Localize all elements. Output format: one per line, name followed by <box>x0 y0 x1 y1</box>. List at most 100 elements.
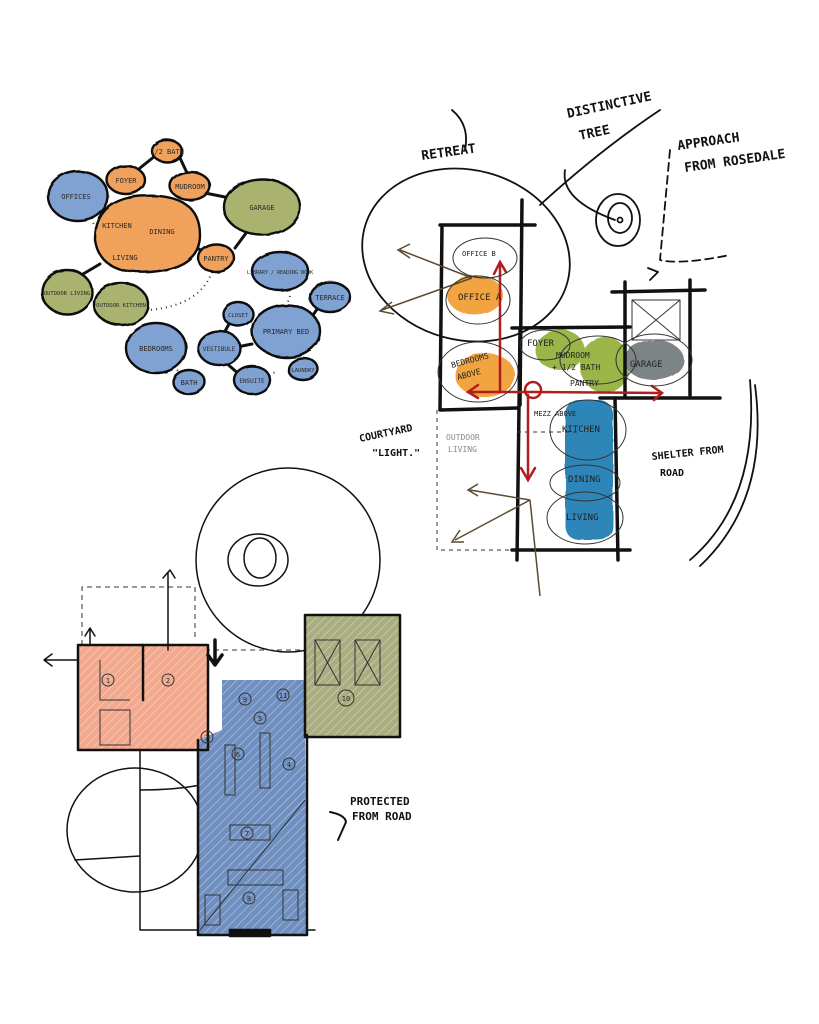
svg-text:3: 3 <box>205 734 209 742</box>
room-kitchen: KITCHEN <box>562 425 600 435</box>
room-tag: 8 <box>242 891 256 905</box>
room-foyer: FOYER <box>527 339 555 349</box>
room-tag: 9 <box>238 692 252 706</box>
bubble-label: FOYER <box>115 177 137 185</box>
bubble-terrace <box>308 280 352 314</box>
bubble-label: KITCHEN <box>102 222 132 230</box>
svg-text:5: 5 <box>258 715 262 723</box>
room-tag: 5 <box>253 711 267 725</box>
bubble-laundry <box>286 356 320 382</box>
plan-dashed-outline <box>81 586 305 651</box>
room-mudroom: MUDROOM <box>556 351 590 360</box>
bubble-label: CLOSET <box>228 313 249 319</box>
bubble-label: DINING <box>149 228 174 236</box>
bubble-label: 1/2 BATH <box>150 148 184 156</box>
room-tag: 2 <box>161 673 175 687</box>
bubble-ensuite <box>232 364 272 396</box>
svg-text:10: 10 <box>342 695 350 703</box>
bubble-label: MUDROOM <box>175 183 205 191</box>
concept-room-rings <box>437 237 693 545</box>
bubble-primary-bed <box>250 303 322 359</box>
bubble-offices <box>46 169 110 223</box>
bubble-label: BEDROOMS <box>139 345 173 353</box>
room-pantry: PANTRY <box>570 379 599 388</box>
bubble-garage <box>222 177 302 237</box>
bubble-kitchen-dining-living <box>93 194 202 274</box>
room-mezz-above: MEZZ ABOVE <box>534 410 576 418</box>
bubble-outdoor-kitchen <box>92 281 150 327</box>
plan-site-circles <box>66 467 381 931</box>
room-tag: 11 <box>276 688 290 702</box>
note-distinctive-tree: DISTINCTIVE <box>566 89 653 122</box>
bubble-foyer <box>105 164 147 196</box>
circulation-arrows <box>465 259 665 483</box>
floor-plan: 1 2 3 4 5 6 7 8 9 10 11 PROTECTED FROM R… <box>43 467 412 938</box>
room-tag: 6 <box>231 747 245 761</box>
bubble-vestibule <box>196 329 242 367</box>
room-tag: 3 <box>200 730 214 744</box>
note-courtyard: "LIGHT." <box>372 448 420 459</box>
concept-site-lines <box>361 109 759 567</box>
bubble-pantry <box>196 242 236 274</box>
note-protected: FROM ROAD <box>352 810 412 823</box>
plan-walls <box>76 613 402 938</box>
svg-text:6: 6 <box>236 751 240 759</box>
bubble-half-bath <box>150 138 184 164</box>
bubble-label: PANTRY <box>203 255 229 263</box>
svg-text:11: 11 <box>279 692 287 700</box>
concept-garage-x <box>631 299 681 341</box>
bubble-label: ENSUITE <box>239 378 265 385</box>
room-mudroom: + 1/2 BATH <box>552 363 600 372</box>
protected-brace <box>329 811 347 841</box>
bubble-label: VESTIBULE <box>203 346 236 353</box>
note-protected: PROTECTED <box>350 795 410 808</box>
room-outdoor-living: LIVING <box>448 445 477 454</box>
bubble-outdoor-living <box>40 268 94 316</box>
bubble-bedrooms <box>124 321 188 375</box>
bubble-label: OUTDOOR KITCHEN <box>96 303 146 309</box>
room-number-tags: 1 2 3 4 5 6 7 8 9 10 11 <box>101 673 355 905</box>
note-distinctive-tree: TREE <box>578 123 612 144</box>
room-office-b: OFFICE B <box>462 250 496 258</box>
bubble-label: TERRACE <box>315 294 345 302</box>
room-tag: 10 <box>337 689 355 707</box>
note-shelter: SHELTER FROM <box>651 444 724 462</box>
room-garage: GARAGE <box>630 360 663 370</box>
plan-furniture <box>99 639 381 931</box>
bubble-label: LIBRARY / READING NOOK <box>247 270 313 276</box>
svg-text:2: 2 <box>166 677 170 685</box>
svg-text:1: 1 <box>106 677 110 685</box>
room-dining: DINING <box>568 475 601 485</box>
note-approach: APPROACH <box>676 130 740 154</box>
note-courtyard: COURTYARD <box>358 423 413 445</box>
bubble-labels: OFFICES FOYER 1/2 BATH MUDROOM KITCHEN D… <box>44 148 345 387</box>
note-shelter: ROAD <box>660 468 684 479</box>
room-tag: 4 <box>282 757 296 771</box>
room-office-a: OFFICE A <box>458 293 502 303</box>
concept-walls <box>438 198 722 562</box>
bubble-label: PRIMARY BED <box>263 328 309 336</box>
svg-text:7: 7 <box>245 830 249 838</box>
bubble-label: LIVING <box>112 254 137 262</box>
bubble-closet <box>221 300 255 328</box>
bubble-library <box>250 250 310 292</box>
bubble-label: GARAGE <box>249 204 274 212</box>
note-approach: FROM ROSEDALE <box>683 147 786 176</box>
room-outdoor-living: OUTDOOR <box>446 433 480 442</box>
bubble-bath <box>171 368 207 396</box>
bubble-label: OUTDOOR LIVING <box>44 291 90 297</box>
bubble-diagram: OFFICES FOYER 1/2 BATH MUDROOM KITCHEN D… <box>40 138 352 396</box>
room-tag: 1 <box>101 673 115 687</box>
svg-text:4: 4 <box>287 761 291 769</box>
bubble-label: BATH <box>181 379 198 387</box>
bubble-label: OFFICES <box>61 193 91 201</box>
bubble-mudroom <box>168 170 212 202</box>
svg-text:9: 9 <box>243 696 247 704</box>
note-retreat: RETREAT <box>420 141 477 164</box>
concept-courtyard-outline <box>436 410 580 551</box>
plan-entry-arrows <box>43 569 224 667</box>
view-arrows <box>378 243 541 597</box>
room-living: LIVING <box>566 513 599 523</box>
svg-text:8: 8 <box>247 895 251 903</box>
